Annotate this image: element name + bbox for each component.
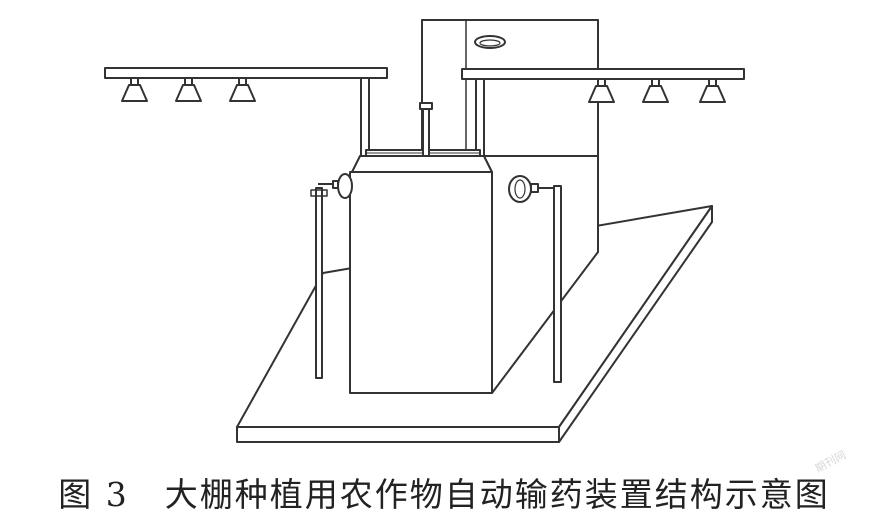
left-motor (318, 173, 353, 199)
left-pipe (310, 187, 328, 379)
right-motor (508, 175, 556, 203)
right-nozzle-2 (642, 78, 669, 103)
front-box (349, 155, 599, 394)
right-pipe (553, 185, 562, 383)
caption-text: 大棚种植用农作物自动输药装置结构示意图 (164, 475, 830, 514)
left-spray-arm (104, 67, 388, 102)
caption-number: 图 3 (58, 475, 129, 514)
left-nozzle-1 (121, 77, 148, 102)
right-nozzle-1 (588, 78, 615, 103)
right-nozzle-3 (699, 78, 726, 103)
figure-caption: 图 3 大棚种植用农作物自动输药装置结构示意图 (0, 468, 888, 516)
left-nozzle-2 (175, 77, 202, 102)
right-spray-arm (461, 68, 745, 103)
left-nozzle-3 (229, 77, 256, 102)
